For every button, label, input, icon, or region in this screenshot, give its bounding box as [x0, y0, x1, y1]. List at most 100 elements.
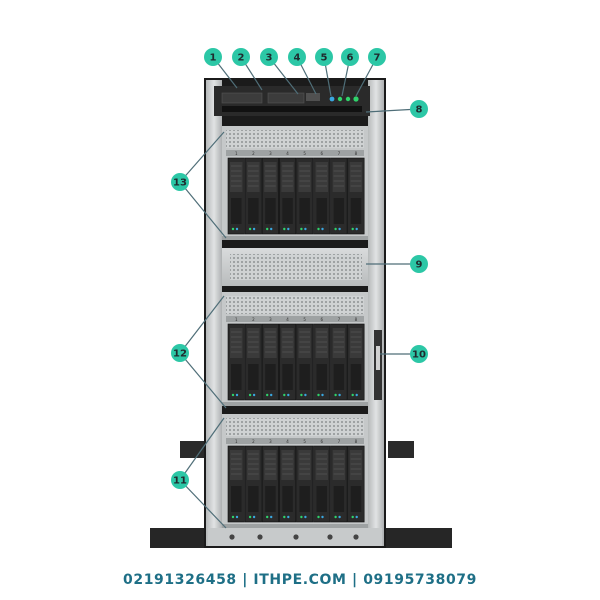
drive-bay[interactable]: 4 — [278, 317, 297, 401]
bottom-plinth — [208, 528, 382, 546]
drive-bay[interactable]: 4 — [278, 439, 297, 523]
callout-number: 13 — [173, 178, 187, 189]
drive-led-icon — [266, 393, 269, 397]
drive-led-icon — [334, 515, 337, 519]
drive-led-icon — [248, 227, 252, 231]
callout-number: 3 — [266, 53, 273, 64]
drive-led-icon — [235, 393, 239, 397]
drive-bay[interactable]: 6 — [313, 317, 331, 401]
callout-leader-line — [179, 295, 225, 354]
bay-number: 5 — [303, 439, 306, 444]
drive-led-icon — [248, 515, 252, 519]
bay-number: 4 — [286, 317, 289, 322]
drive-led-icon — [300, 393, 303, 397]
drive-led-icon — [266, 227, 269, 231]
bay-number: 8 — [355, 317, 358, 322]
callout-marker — [260, 48, 278, 66]
bay-number: 2 — [252, 439, 255, 444]
drive-led-icon — [287, 227, 290, 231]
drive-bay[interactable]: 6 — [313, 151, 331, 235]
callout-12: 12 — [171, 295, 227, 409]
bay-number: 1 — [235, 151, 238, 156]
drive-led-icon — [231, 393, 235, 397]
drive-led-icon — [252, 227, 256, 231]
drive-bay[interactable]: 7 — [330, 151, 348, 235]
drive-bay[interactable]: 1 — [227, 151, 245, 235]
side-handle — [374, 330, 382, 400]
bay-number: 4 — [286, 439, 289, 444]
callout-number: 10 — [412, 350, 426, 361]
drive-led-icon — [334, 227, 337, 231]
callout-number: 12 — [173, 349, 187, 360]
drive-led-icon — [235, 227, 239, 231]
drive-bay[interactable]: 8 — [347, 317, 365, 401]
callout-number: 5 — [321, 53, 328, 64]
drive-led-icon — [252, 515, 256, 519]
drive-bay[interactable]: 7 — [330, 439, 348, 523]
drive-bay[interactable]: 5 — [296, 317, 314, 401]
drive-bay[interactable]: 4 — [278, 151, 297, 235]
drive-led-icon — [231, 515, 235, 519]
bay-number: 4 — [286, 151, 289, 156]
callout-number: 8 — [416, 105, 423, 116]
callout-marker — [410, 345, 428, 363]
callout-marker — [368, 48, 386, 66]
callout-4: 4 — [288, 48, 317, 95]
drive-led-icon — [355, 393, 358, 397]
drive-bay[interactable]: 3 — [261, 151, 280, 235]
drive-bay[interactable]: 1 — [227, 439, 245, 523]
bay-number: 1 — [235, 317, 238, 322]
callout-leader-line — [179, 417, 225, 481]
drive-led-icon — [351, 227, 354, 231]
drive-led-icon — [317, 227, 320, 231]
callout-marker — [410, 100, 428, 118]
callout-5: 5 — [315, 48, 333, 97]
drive-bay[interactable]: 2 — [244, 151, 262, 235]
drive-led-icon — [321, 393, 324, 397]
callout-leader-line — [179, 479, 227, 529]
callout-number: 2 — [238, 53, 245, 64]
bay-number: 2 — [252, 151, 255, 156]
drive-bay[interactable]: 3 — [261, 317, 280, 401]
drive-led-icon — [287, 515, 290, 519]
callout-9: 9 — [366, 255, 428, 273]
bay-number: 1 — [235, 439, 238, 444]
drive-led-icon — [321, 515, 324, 519]
drive-bay[interactable]: 1 — [227, 317, 245, 401]
drive-led-icon — [338, 227, 341, 231]
drive-bay[interactable]: 2 — [244, 439, 262, 523]
drive-led-icon — [355, 515, 358, 519]
drive-bay[interactable]: 5 — [296, 151, 314, 235]
drive-led-icon — [304, 393, 307, 397]
drive-led-icon — [300, 515, 303, 519]
tower-feet — [150, 441, 452, 548]
drive-led-icon — [235, 515, 239, 519]
drive-led-icon — [270, 227, 273, 231]
drive-bay[interactable]: 8 — [347, 151, 365, 235]
callout-1: 1 — [204, 48, 238, 89]
drive-bay[interactable]: 3 — [261, 439, 280, 523]
footer-contact-text: 02191326458 | ITHPE.COM | 09195738079 — [123, 572, 477, 588]
bay-number: 3 — [269, 317, 272, 322]
bay-number: 7 — [338, 439, 341, 444]
callout-leader-line — [179, 352, 227, 409]
callout-2: 2 — [232, 48, 263, 91]
drive-bay[interactable]: 2 — [244, 317, 262, 401]
drive-bay[interactable]: 6 — [313, 439, 331, 523]
callout-7: 7 — [355, 48, 386, 97]
callout-marker — [171, 344, 189, 362]
drive-led-icon — [304, 227, 307, 231]
callout-8: 8 — [365, 100, 428, 118]
drive-bay[interactable]: 8 — [347, 439, 365, 523]
bay-number: 2 — [252, 317, 255, 322]
bay-number: 3 — [269, 439, 272, 444]
health-led-icon — [337, 96, 343, 102]
drive-bay[interactable]: 5 — [296, 439, 314, 523]
drive-bay[interactable]: 7 — [330, 317, 348, 401]
drive-led-icon — [351, 515, 354, 519]
drive-led-icon — [304, 515, 307, 519]
bay-number: 7 — [338, 317, 341, 322]
drive-led-icon — [270, 393, 273, 397]
